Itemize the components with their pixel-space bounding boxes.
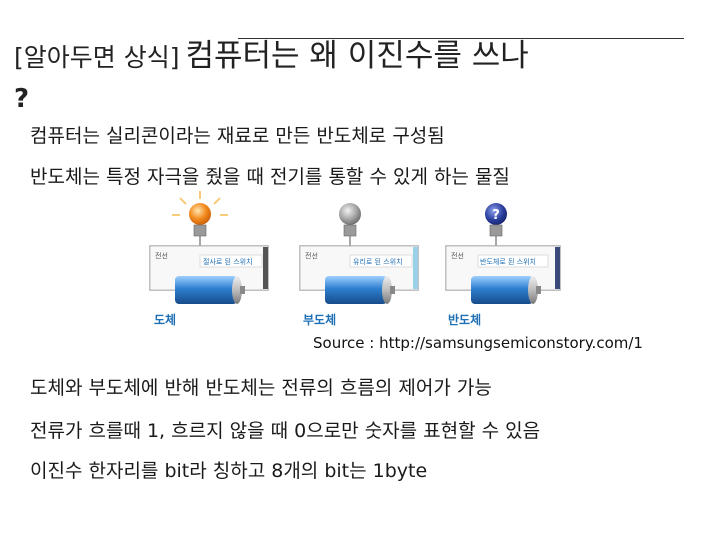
switch-label-box (199, 254, 263, 268)
switch-label: 유리로 된 스위치 (353, 257, 403, 266)
circuit-panel-conductor: 전선 절사로 된 스위치 (149, 191, 269, 304)
panel-label-conductor: 도체 (154, 313, 177, 327)
panel-label-insulator: 부도체 (303, 313, 337, 327)
battery-icon (471, 276, 533, 304)
title-question-mark: ? (14, 84, 30, 114)
bulb-base (193, 224, 207, 237)
slide-title: [알아두면 상식]컴퓨터는 왜 이진수를 쓰나 (14, 30, 694, 75)
body-line-1: 도체와 부도체에 반해 반도체는 전류의 흐름의 제어가 가능 (30, 377, 492, 399)
lit-bulb-icon (189, 203, 211, 225)
circuit-panel-insulator: 전선 유리로 된 스위치 (299, 203, 419, 304)
title-main: 컴퓨터는 왜 이진수를 쓰나 (185, 38, 529, 74)
switch-label-box (477, 254, 549, 268)
panel-label-semiconductor: 반도체 (448, 313, 482, 327)
wire-label: 전선 (305, 251, 318, 260)
battery-cap (382, 276, 392, 304)
switch-plate (263, 247, 268, 289)
circuit-panel-semiconductor: ? 전선 반도체로 된 스위치 (445, 203, 561, 304)
bulb-base (489, 224, 503, 237)
question-glyph: ? (492, 208, 500, 223)
battery-cap (232, 276, 242, 304)
question-bulb-icon (485, 203, 507, 225)
off-bulb-icon (339, 203, 361, 225)
switch-label-box (349, 254, 413, 268)
battery-terminal (240, 286, 245, 294)
title-tag: [알아두면 상식] (14, 43, 180, 72)
body-line-2: 전류가 흐를때 1, 흐르지 않을 때 0으로만 숫자를 표현할 수 있음 (30, 420, 541, 442)
switch-plate (413, 247, 418, 289)
intro-line-1: 컴퓨터는 실리콘이라는 재료로 만든 반도체로 구성됨 (30, 125, 445, 147)
glow-rays (172, 191, 228, 216)
wire-label: 전선 (155, 251, 168, 260)
battery-terminal (536, 286, 541, 294)
battery-cap (528, 276, 538, 304)
intro-line-2: 반도체는 특정 자극을 줬을 때 전기를 통할 수 있게 하는 물질 (30, 166, 510, 188)
battery-icon (175, 276, 237, 304)
battery-icon (325, 276, 387, 304)
switch-plate (555, 247, 560, 289)
bulb-base (343, 224, 357, 237)
battery-terminal (390, 286, 395, 294)
switch-label: 반도체로 된 스위치 (480, 257, 536, 266)
switch-label: 절사로 된 스위치 (203, 257, 253, 266)
body-line-3: 이진수 한자리를 bit라 칭하고 8개의 bit는 1byte (30, 460, 428, 482)
source-caption: Source : http://samsungsemiconstory.com/… (313, 334, 643, 352)
wire-label: 전선 (451, 251, 464, 260)
title-underline (238, 38, 684, 39)
